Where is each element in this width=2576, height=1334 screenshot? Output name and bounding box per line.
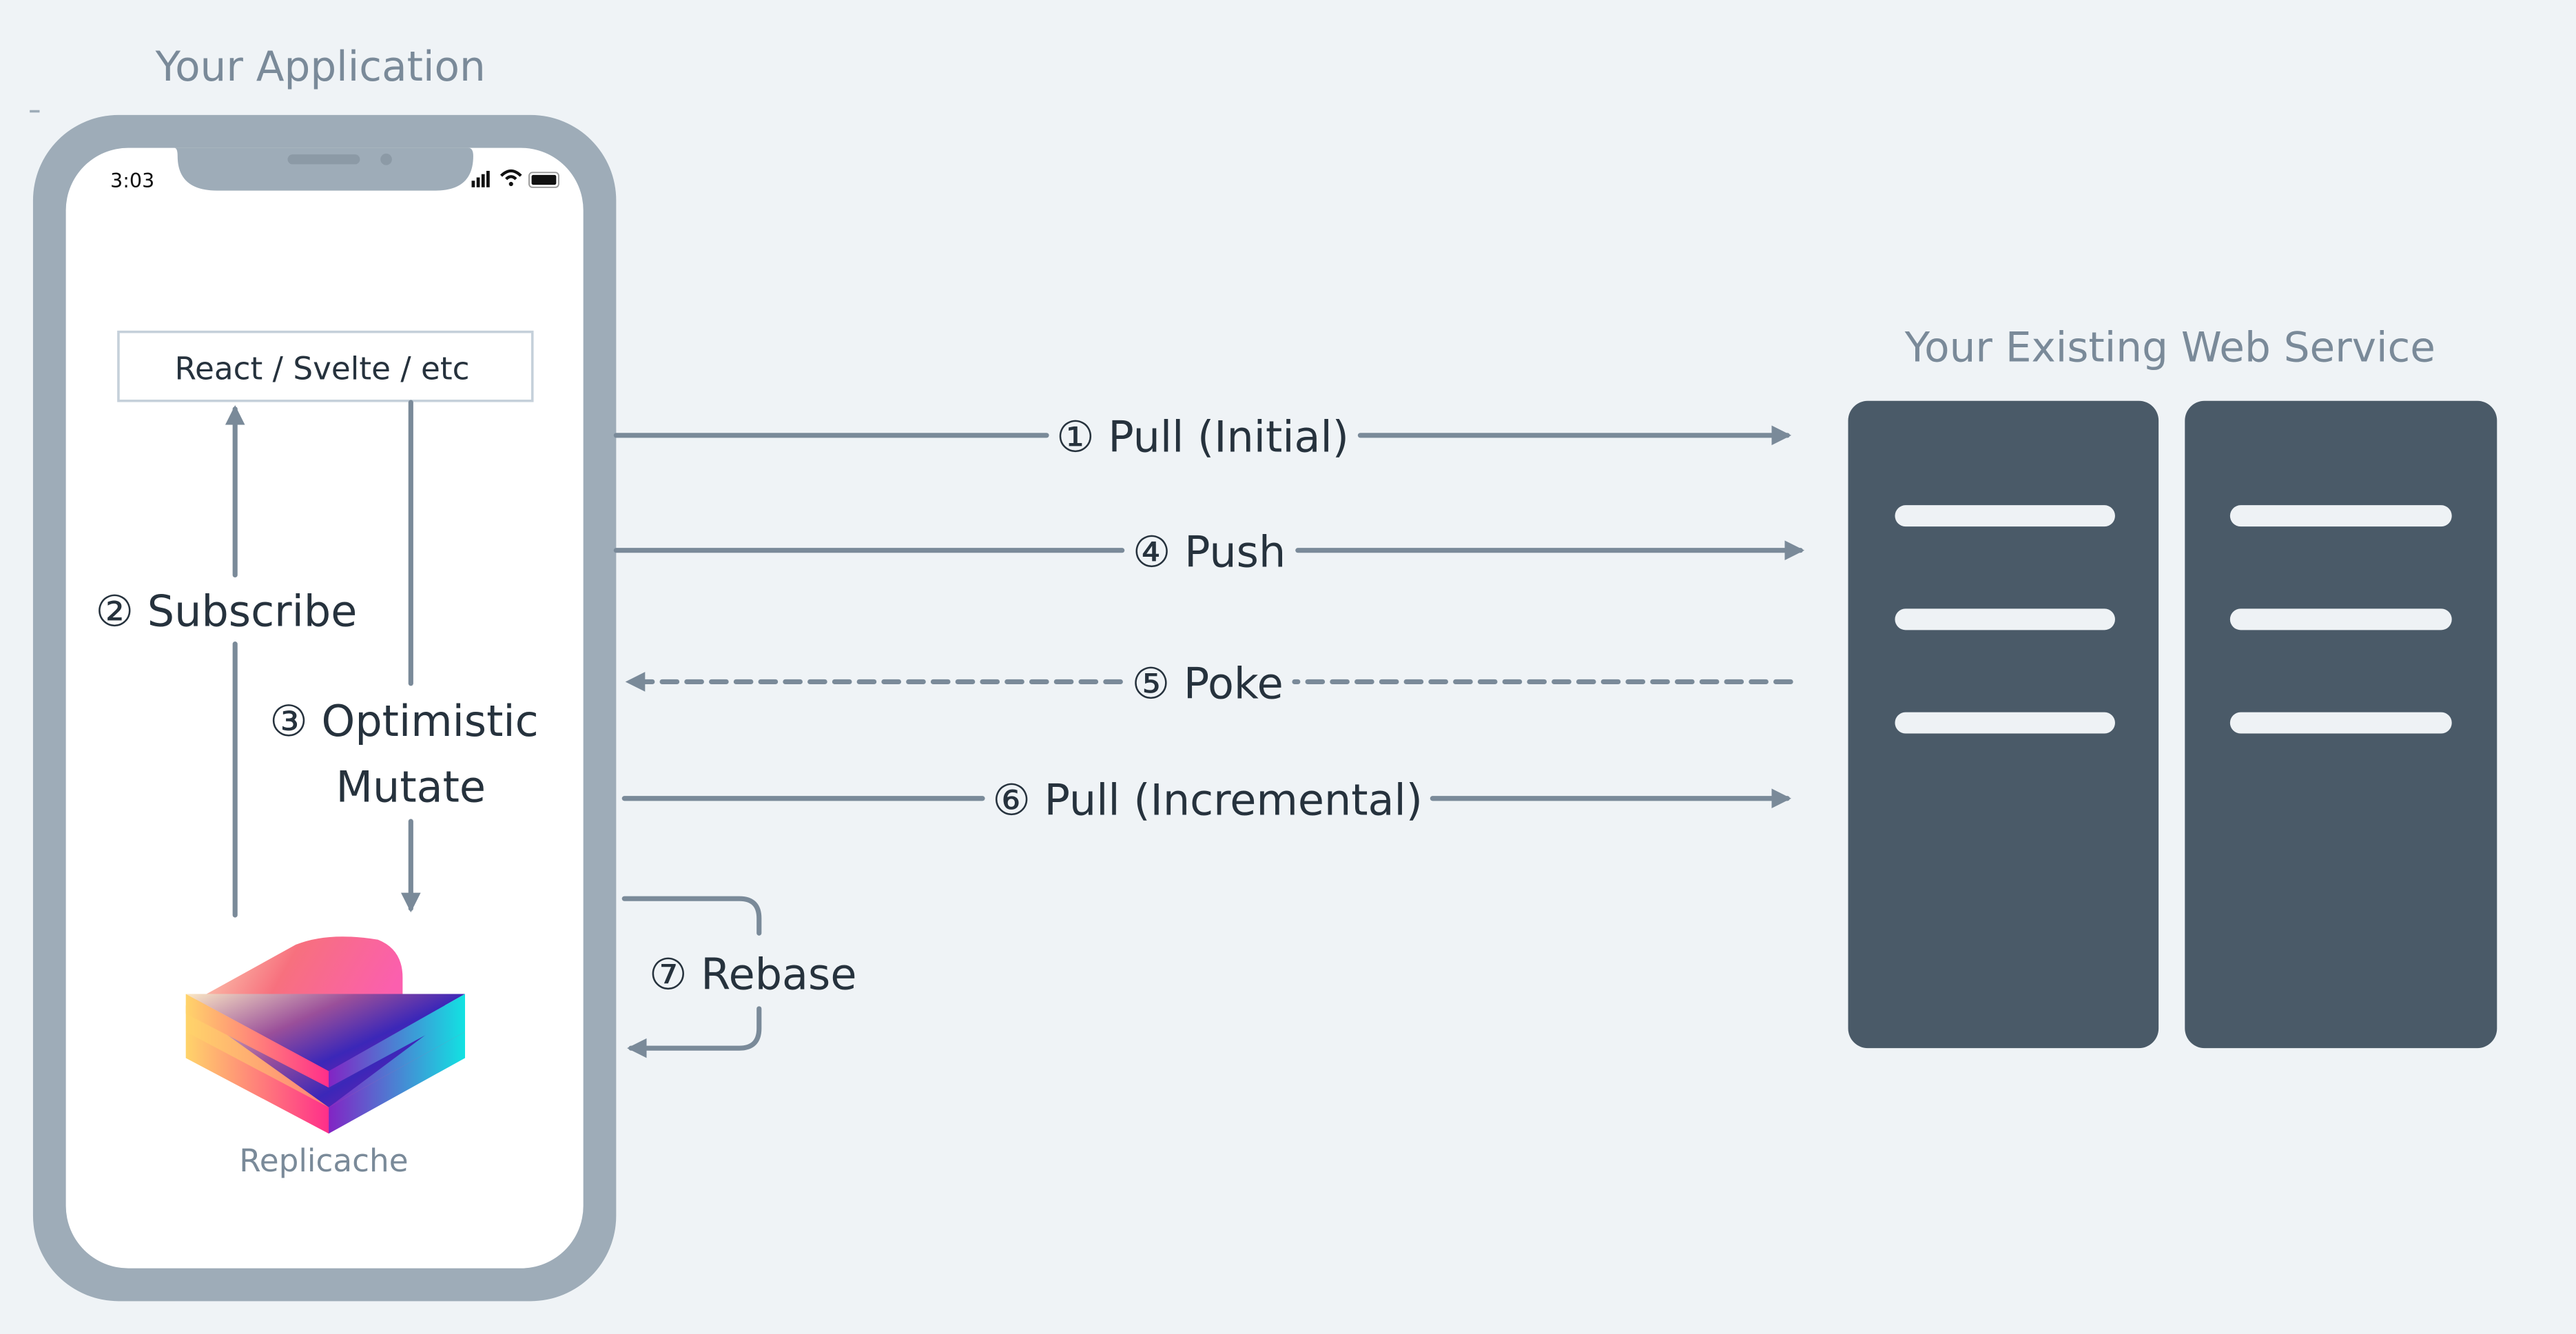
- app-title: Your Application: [155, 43, 486, 91]
- wifi-icon: [499, 169, 522, 187]
- phone-frame: 3:03: [32, 114, 617, 1302]
- pull-incremental-label: ⑥ Pull (Incremental): [992, 775, 1423, 825]
- subscribe-label: ② Subscribe: [96, 586, 358, 636]
- push-label: ④ Push: [1133, 527, 1286, 577]
- mutate-label-line2: Mutate: [336, 762, 486, 812]
- framework-box: [117, 330, 534, 402]
- signal-icon: [471, 170, 490, 187]
- poke-label: ⑤ Poke: [1132, 658, 1284, 708]
- phone-screen: [65, 147, 584, 1269]
- rebase-line-top: [621, 896, 762, 936]
- rebase-arrow: [627, 1006, 762, 1058]
- small-dash: [30, 110, 40, 113]
- mutate-label-line1: ③ Optimistic: [269, 696, 538, 746]
- phone-notch: [174, 147, 473, 191]
- server-icon: [1848, 400, 2497, 1049]
- logo-label: Replicache: [239, 1142, 408, 1179]
- camera: [380, 153, 392, 165]
- speaker: [287, 154, 360, 165]
- rebase-label: ⑦ Rebase: [649, 949, 856, 999]
- framework-label: React / Svelte / etc: [175, 351, 470, 387]
- replicache-logo: [185, 936, 465, 1134]
- server-title: Your Existing Web Service: [1904, 325, 2435, 372]
- battery-icon: [528, 172, 559, 188]
- status-time: 3:03: [110, 169, 154, 192]
- pull-initial-label: ① Pull (Initial): [1056, 412, 1349, 462]
